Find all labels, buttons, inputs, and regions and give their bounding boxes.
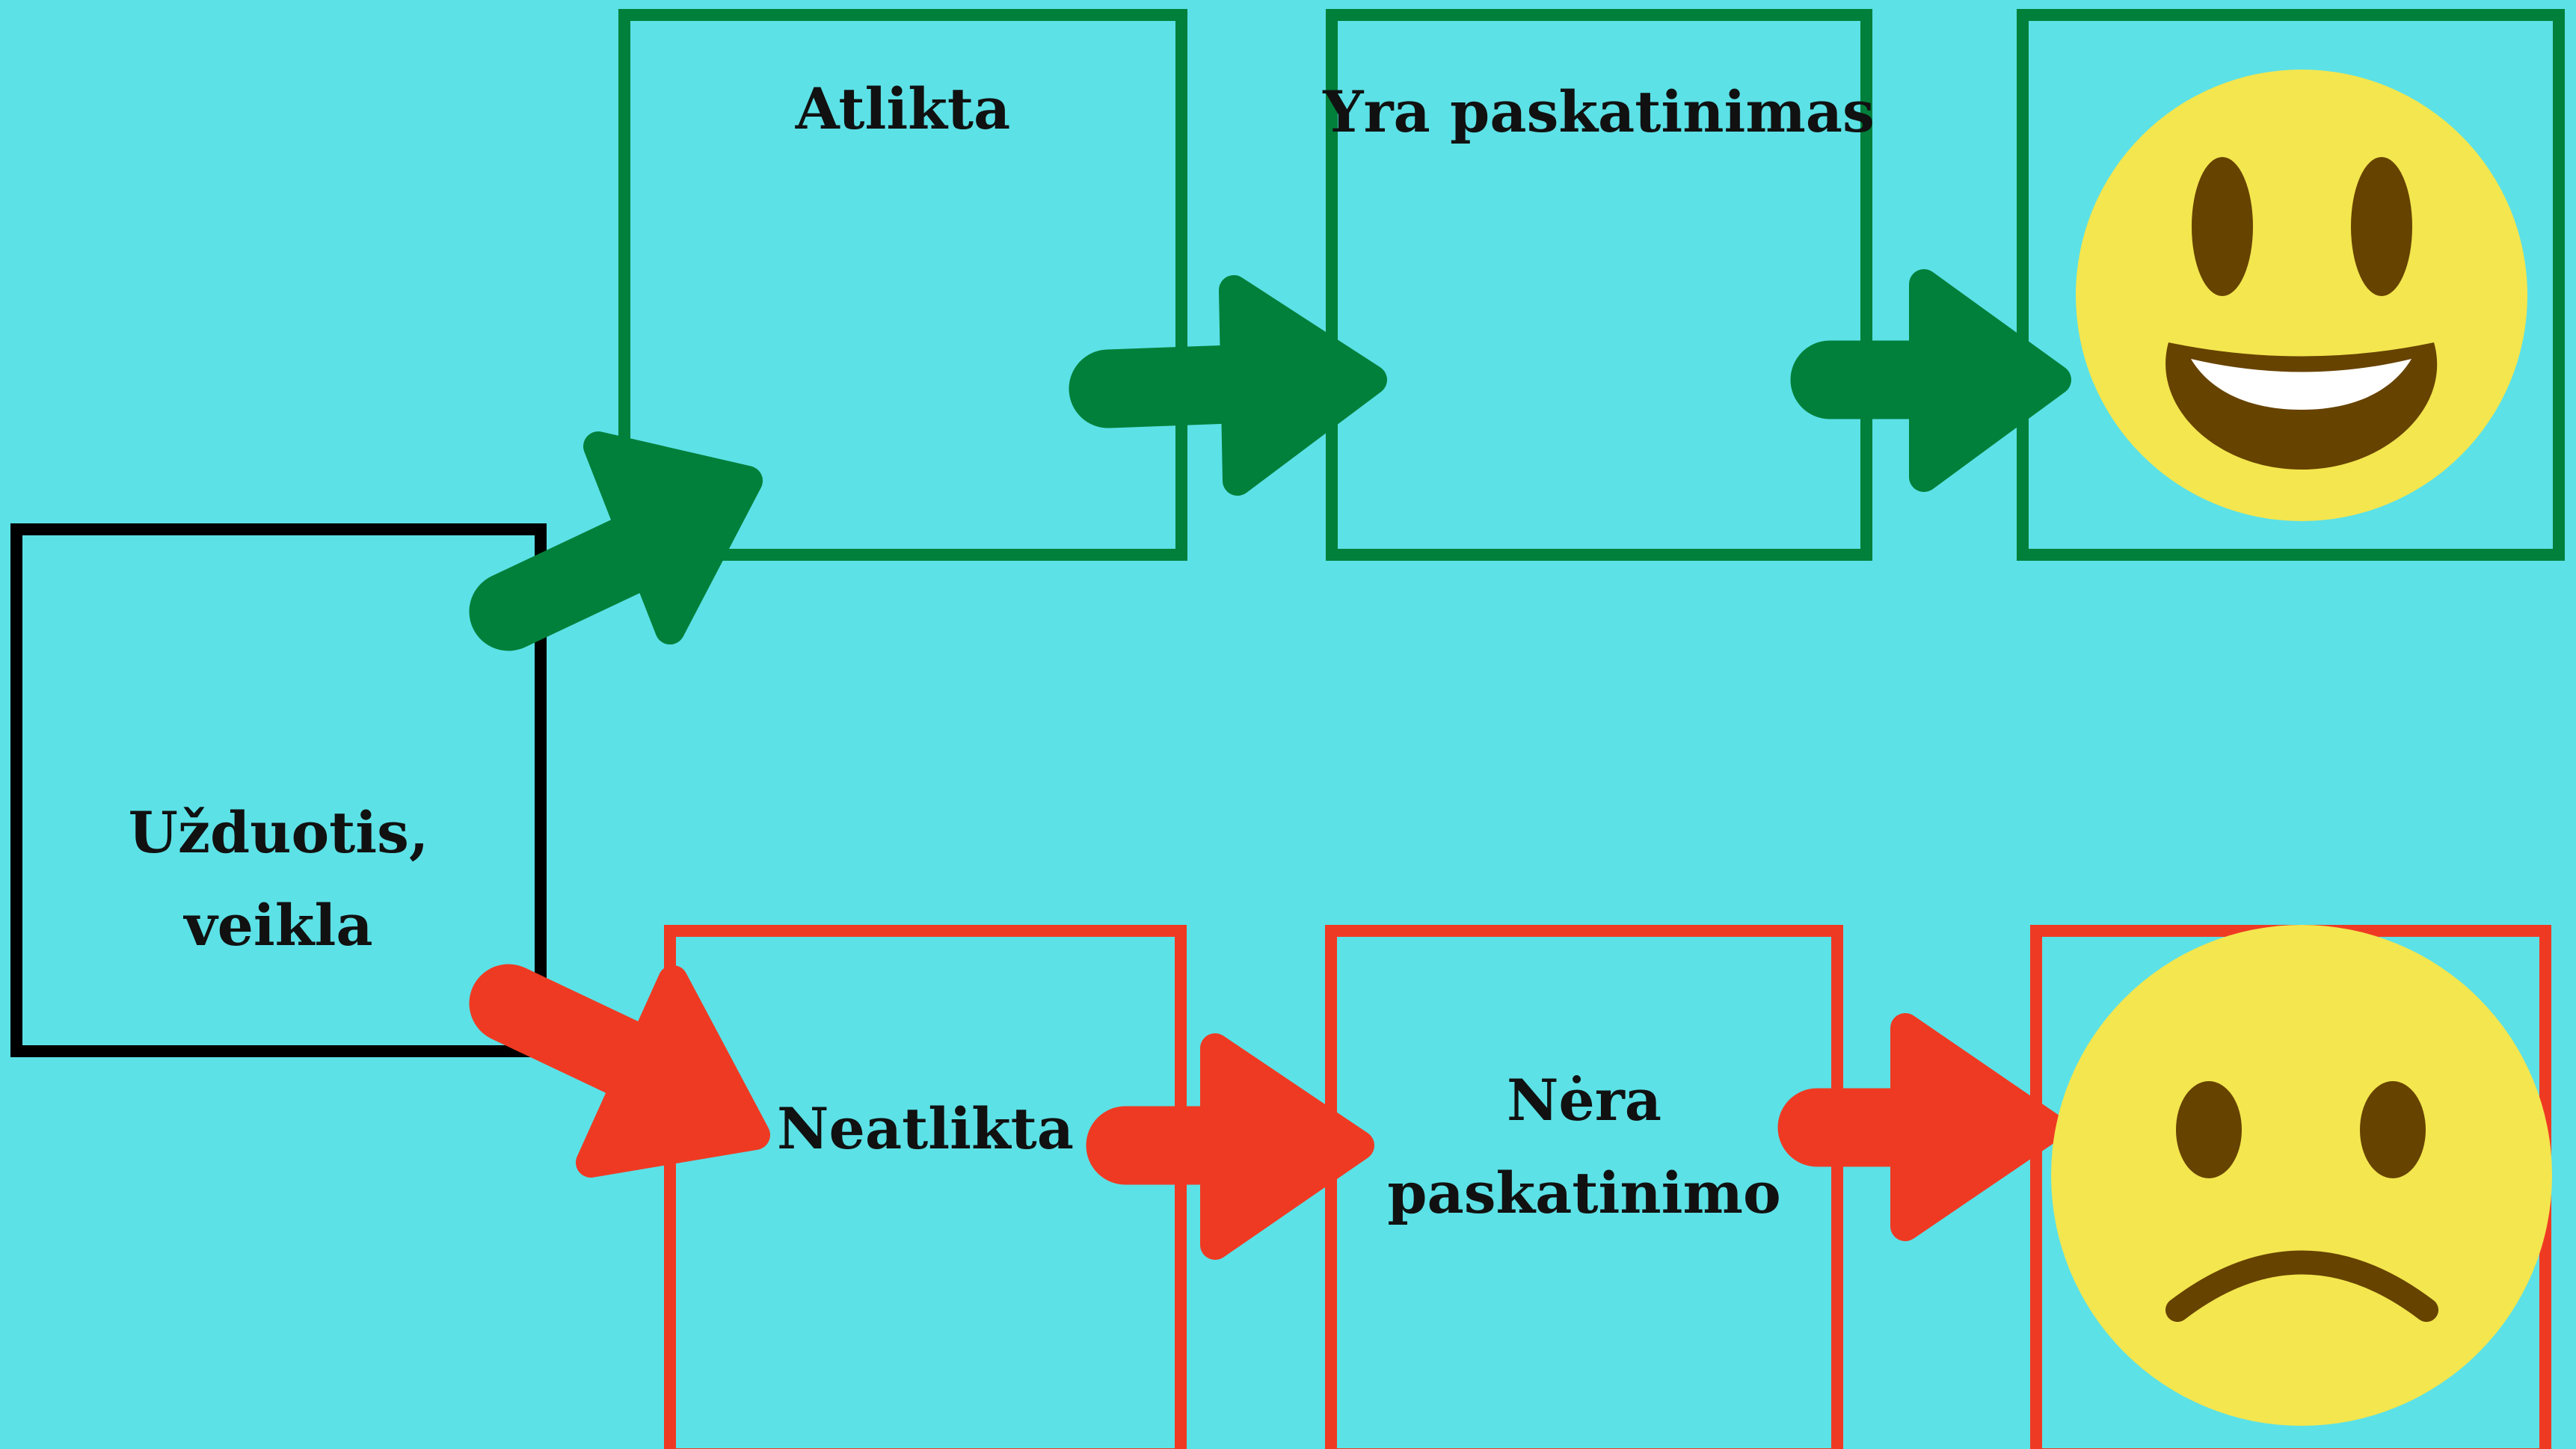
done-box xyxy=(618,9,1187,561)
frowning-face-icon xyxy=(2051,925,2552,1426)
left-eye xyxy=(2192,157,2253,296)
no-reward-box xyxy=(1325,925,1843,1449)
smiling-face-icon xyxy=(2076,70,2527,521)
no-reward-label-line-2: paskatinimo xyxy=(1387,1160,1781,1226)
no-reward-label-line-1: Nėra xyxy=(1506,1067,1662,1133)
task-label: Užduotis, veikla xyxy=(16,787,541,972)
not-done-label: Neatlikta xyxy=(777,1095,1074,1162)
not-done-box xyxy=(664,925,1187,1449)
no-reward-label: Nėra paskatinimo xyxy=(1331,1054,1837,1240)
right-eye xyxy=(2360,1081,2426,1178)
right-eye xyxy=(2351,157,2412,296)
arrow-done-to-reward xyxy=(1069,275,1387,496)
frown-mouth xyxy=(2165,1250,2438,1322)
left-eye xyxy=(2176,1081,2242,1178)
task-label-line-1: Užduotis, xyxy=(128,799,429,866)
smile-teeth xyxy=(2191,359,2411,410)
arrow-task-to-done xyxy=(469,431,763,651)
arrow-not-done-to-no-reward xyxy=(1086,1033,1374,1260)
reward-box xyxy=(1326,9,1872,561)
arrow-no-reward-to-failure xyxy=(1777,1013,2065,1241)
success-face-box xyxy=(2017,9,2565,561)
reward-label: Yra paskatinimas xyxy=(1323,79,1875,145)
task-box xyxy=(10,523,547,1057)
task-label-line-2: veikla xyxy=(184,892,373,959)
done-label: Atlikta xyxy=(795,76,1011,142)
arrow-task-to-not-done xyxy=(469,964,770,1178)
arrow-reward-to-success xyxy=(1790,269,2071,492)
